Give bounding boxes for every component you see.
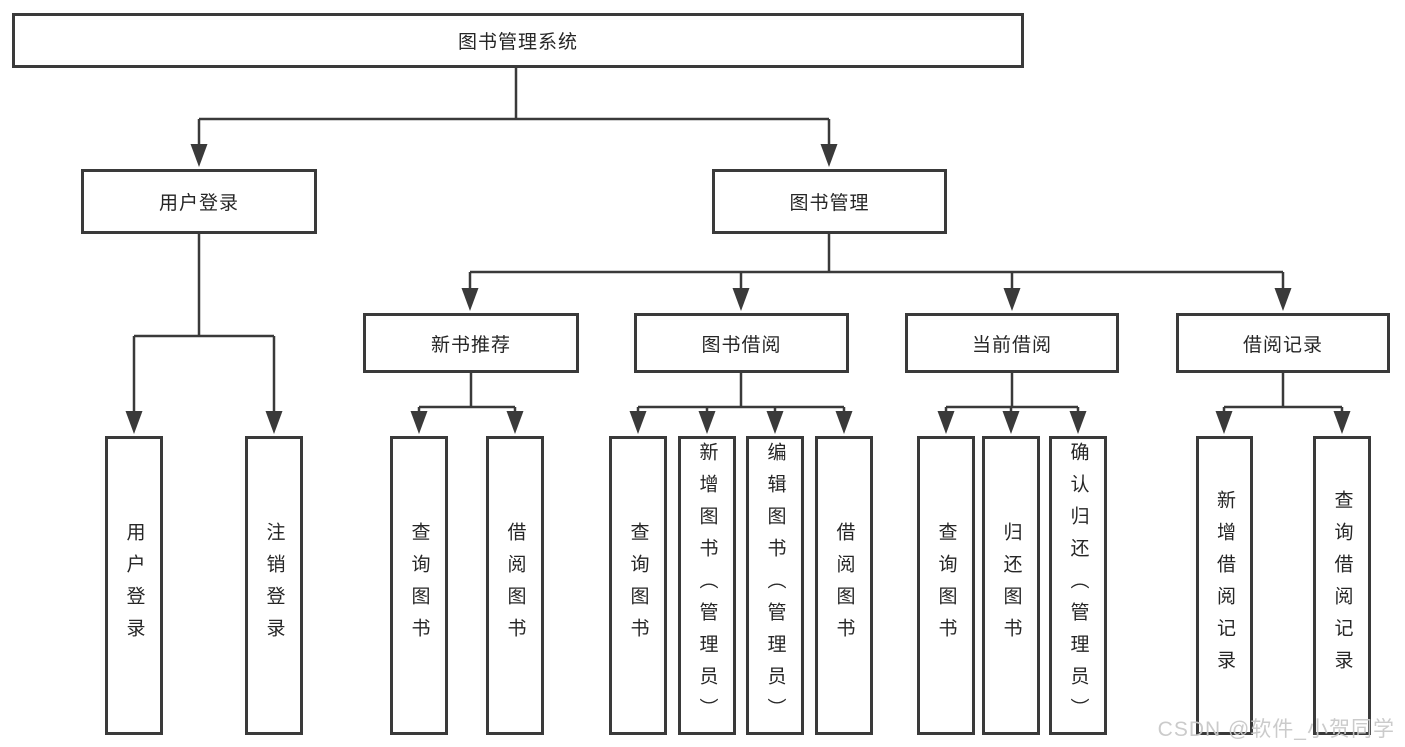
- node-user-login: 用户登录: [81, 169, 317, 234]
- leaf-br-add-record-label: 新增借阅记录: [1214, 489, 1235, 682]
- leaf-bb-query-book-label: 查询图书: [627, 521, 649, 650]
- edges-new-book: [417, 373, 517, 424]
- leaf-logout-label: 注销登录: [263, 521, 285, 650]
- leaf-br-add-record: 新增借阅记录: [1196, 436, 1253, 735]
- leaf-user-login: 用户登录: [105, 436, 163, 735]
- node-book-borrow-label: 图书借阅: [701, 334, 782, 356]
- leaf-nb-query-book: 查询图书: [390, 436, 448, 735]
- node-book-management-label: 图书管理: [789, 193, 870, 214]
- node-root-label: 图书管理系统: [457, 32, 578, 53]
- leaf-cb-confirm-return-admin: 确认归还（管理员）: [1049, 436, 1107, 735]
- edges-current-borrow: [944, 373, 1080, 424]
- watermark: CSDN @软件_小贺同学: [1157, 718, 1395, 741]
- leaf-cb-confirm-return-admin-label: 确认归还（管理员）: [1067, 441, 1089, 730]
- node-root: 图书管理系统: [12, 13, 1024, 68]
- leaf-logout: 注销登录: [245, 436, 303, 735]
- leaf-br-query-record: 查询借阅记录: [1313, 436, 1371, 735]
- edges-user-login: [132, 234, 276, 424]
- node-new-book-recommend: 新书推荐: [363, 313, 579, 373]
- node-book-management: 图书管理: [712, 169, 947, 234]
- edges-root: [197, 68, 831, 157]
- leaf-cb-query-book-label: 查询图书: [935, 521, 957, 650]
- edges-book-borrow: [636, 373, 846, 424]
- leaf-cb-query-book: 查询图书: [917, 436, 975, 735]
- leaf-cb-return-book: 归还图书: [982, 436, 1040, 735]
- leaf-bb-edit-book-admin: 编辑图书（管理员）: [746, 436, 804, 735]
- node-new-book-recommend-label: 新书推荐: [430, 334, 511, 356]
- node-current-borrow: 当前借阅: [905, 313, 1119, 373]
- node-user-login-label: 用户登录: [158, 193, 239, 214]
- leaf-bb-query-book: 查询图书: [609, 436, 667, 735]
- leaf-nb-borrow-book-label: 借阅图书: [504, 521, 526, 650]
- node-borrow-records-label: 借阅记录: [1242, 334, 1323, 356]
- leaf-nb-borrow-book: 借阅图书: [486, 436, 544, 735]
- node-current-borrow-label: 当前借阅: [971, 334, 1052, 356]
- leaf-bb-edit-book-admin-label: 编辑图书（管理员）: [764, 441, 786, 730]
- leaf-user-login-label: 用户登录: [123, 521, 145, 650]
- leaf-br-query-record-label: 查询借阅记录: [1331, 489, 1353, 682]
- edges-book-management: [468, 234, 1285, 301]
- leaf-bb-add-book-admin-label: 新增图书（管理员）: [696, 441, 718, 730]
- leaf-cb-return-book-label: 归还图书: [1000, 521, 1022, 650]
- edges-borrow-records: [1222, 373, 1344, 424]
- leaf-bb-add-book-admin: 新增图书（管理员）: [678, 436, 736, 735]
- leaf-bb-borrow-book: 借阅图书: [815, 436, 873, 735]
- node-book-borrow: 图书借阅: [634, 313, 849, 373]
- node-borrow-records: 借阅记录: [1176, 313, 1390, 373]
- leaf-nb-query-book-label: 查询图书: [408, 521, 430, 650]
- leaf-bb-borrow-book-label: 借阅图书: [833, 521, 855, 650]
